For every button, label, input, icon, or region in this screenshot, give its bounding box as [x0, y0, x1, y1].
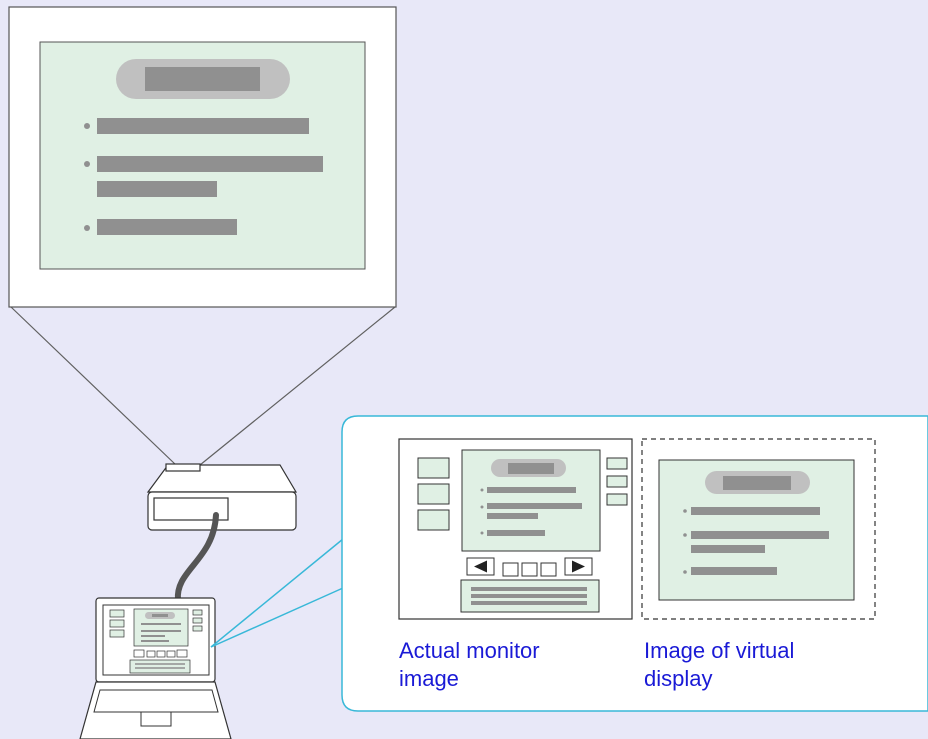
virtual-display-image: [641, 438, 876, 620]
bullet-line: [97, 156, 323, 172]
bullet: [84, 225, 90, 231]
laptop-icon: [79, 597, 232, 739]
bullet-line: [97, 219, 237, 235]
actual-monitor-caption: Actual monitor image: [399, 637, 540, 693]
caption-line: image: [399, 666, 459, 691]
video-cable: [174, 512, 219, 603]
projected-slide: [39, 41, 366, 270]
slide-title-bar: [145, 67, 260, 91]
callout-pointer: [210, 538, 344, 648]
bullet-line: [97, 118, 309, 134]
bullet: [84, 161, 90, 167]
projection-screen: [8, 6, 397, 308]
bullet-line: [97, 181, 217, 197]
caption-line: display: [644, 666, 713, 691]
projection-beam: [10, 306, 396, 466]
caption-line: Actual monitor: [399, 638, 540, 663]
caption-line: Image of virtual: [644, 638, 795, 663]
projector-icon: [146, 463, 298, 531]
virtual-display-caption: Image of virtual display: [644, 637, 794, 693]
bullet: [84, 123, 90, 129]
actual-monitor-image: [398, 438, 633, 620]
